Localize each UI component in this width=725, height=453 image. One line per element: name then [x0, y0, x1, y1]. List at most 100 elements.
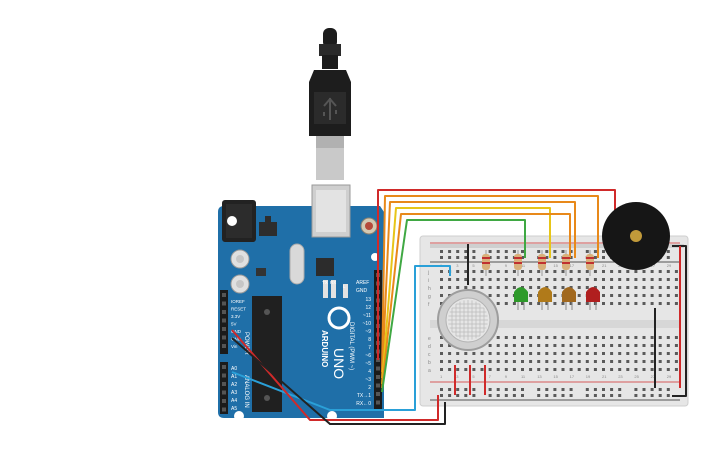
svg-text:i: i: [428, 278, 429, 284]
svg-text:9: 9: [505, 263, 508, 268]
svg-text:f: f: [428, 302, 430, 308]
svg-text:27: 27: [651, 374, 656, 379]
resistor-2: [514, 250, 522, 276]
svg-text:11: 11: [521, 374, 526, 379]
wire-green-led[interactable]: [381, 219, 526, 393]
digital-pin-label: ~5: [365, 361, 371, 367]
svg-text:1: 1: [440, 374, 443, 379]
svg-text:29: 29: [667, 263, 672, 268]
wire-black-gnd[interactable]: [231, 337, 446, 425]
gas-sensor[interactable]: [437, 289, 499, 351]
digital-pin-label: 13: [365, 297, 371, 303]
digital-pin-label: 12: [365, 305, 371, 311]
power-pin-labels: IOREF RESET 3.3V 5V GND GND Vin: [231, 299, 246, 349]
resistor-1: [482, 250, 490, 276]
svg-text:25: 25: [634, 374, 639, 379]
analog-pin-label: A5: [231, 406, 237, 412]
led-red[interactable]: [586, 287, 600, 310]
gnd-label: GND: [356, 288, 368, 294]
svg-text:13: 13: [537, 374, 542, 379]
gas-sensor-mesh: [448, 300, 488, 340]
power-pin-label: 3.3V: [231, 314, 240, 319]
svg-text:17: 17: [570, 263, 575, 268]
svg-text:9: 9: [505, 374, 508, 379]
power-pin-sockets: [222, 293, 226, 412]
rx-label: RX: [330, 280, 336, 285]
wire-yellow-led[interactable]: [381, 207, 551, 385]
analog-pin-label: A3: [231, 390, 237, 396]
power-header-label: POWER: [243, 332, 249, 355]
wire-orange-led-red[interactable]: [381, 195, 599, 373]
analog-pin-label: A1: [231, 374, 237, 380]
svg-text:21: 21: [602, 263, 607, 268]
svg-text:7: 7: [489, 374, 492, 379]
uno-wordmark: UNO: [331, 348, 347, 379]
power-pin-label: GND: [231, 329, 242, 334]
led-orange[interactable]: [562, 287, 576, 310]
digital-pin-label: TX→1: [357, 393, 371, 399]
svg-text:5: 5: [472, 374, 475, 379]
analog-pin-label: A4: [231, 398, 237, 404]
svg-text:23: 23: [618, 374, 623, 379]
analog-header[interactable]: [220, 362, 228, 414]
resistor-3: [538, 250, 546, 276]
svg-text:21: 21: [602, 374, 607, 379]
digital-pin-label: 4: [368, 369, 371, 375]
buzzer[interactable]: [602, 202, 670, 270]
svg-text:29: 29: [667, 374, 672, 379]
svg-text:19: 19: [586, 374, 591, 379]
aref-label: AREF: [356, 280, 369, 286]
analog-header-label: ANALOG IN: [243, 375, 249, 408]
digital-pin-label: ~11: [363, 313, 371, 319]
digital-pin-label: 8: [368, 337, 371, 343]
analog-pin-label: A0: [231, 366, 237, 372]
digital-pin-label: ~3: [365, 377, 371, 383]
resistors[interactable]: [482, 250, 594, 276]
svg-text:d: d: [428, 344, 431, 350]
wire-orange-led-orange[interactable]: [381, 201, 576, 379]
svg-text:17: 17: [570, 374, 575, 379]
usb-cable[interactable]: [309, 28, 351, 180]
arduino-uno[interactable]: ARDUINO UNO DIGITAL (PWM ~) POWER ANALOG…: [218, 184, 384, 421]
svg-text:27: 27: [651, 263, 656, 268]
power-pin-label: RESET: [231, 307, 246, 312]
power-pin-label: 5V: [231, 322, 237, 327]
svg-text:15: 15: [553, 263, 558, 268]
wire-red-5v[interactable]: [231, 329, 439, 421]
digital-pin-label: ~10: [363, 321, 372, 327]
svg-text:3: 3: [456, 263, 459, 268]
svg-text:a: a: [428, 368, 431, 374]
svg-text:15: 15: [553, 374, 558, 379]
breadboard-holes: [440, 250, 678, 397]
wire-orange-led-yellow[interactable]: [381, 213, 571, 389]
digital-pin-label: ~9: [365, 329, 371, 335]
power-pin-label: Vin: [231, 344, 238, 349]
digital-header-label: DIGITAL (PWM ~): [348, 322, 354, 370]
digital-pin-label: 7: [368, 345, 371, 351]
resistor-5: [586, 250, 594, 276]
wire-blue-sensor[interactable]: [231, 265, 451, 411]
svg-text:11: 11: [521, 263, 526, 268]
digital-pin-label: 2: [368, 385, 371, 391]
power-pin-label: IOREF: [231, 299, 245, 304]
svg-text:g: g: [428, 294, 431, 300]
svg-text:3: 3: [456, 374, 459, 379]
analog-pin-label: A2: [231, 382, 237, 388]
led-green[interactable]: [514, 287, 528, 310]
power-pin-label: GND: [231, 337, 242, 342]
arduino-wordmark: ARDUINO: [320, 330, 329, 367]
svg-text:e: e: [428, 336, 431, 342]
resistor-4: [562, 250, 570, 276]
wires[interactable]: [231, 189, 687, 425]
svg-text:c: c: [428, 352, 431, 358]
tx-label: TX: [322, 280, 328, 285]
led-yellow[interactable]: [538, 287, 552, 310]
svg-text:7: 7: [489, 263, 492, 268]
svg-text:h: h: [428, 286, 431, 292]
svg-text:j: j: [427, 270, 429, 276]
